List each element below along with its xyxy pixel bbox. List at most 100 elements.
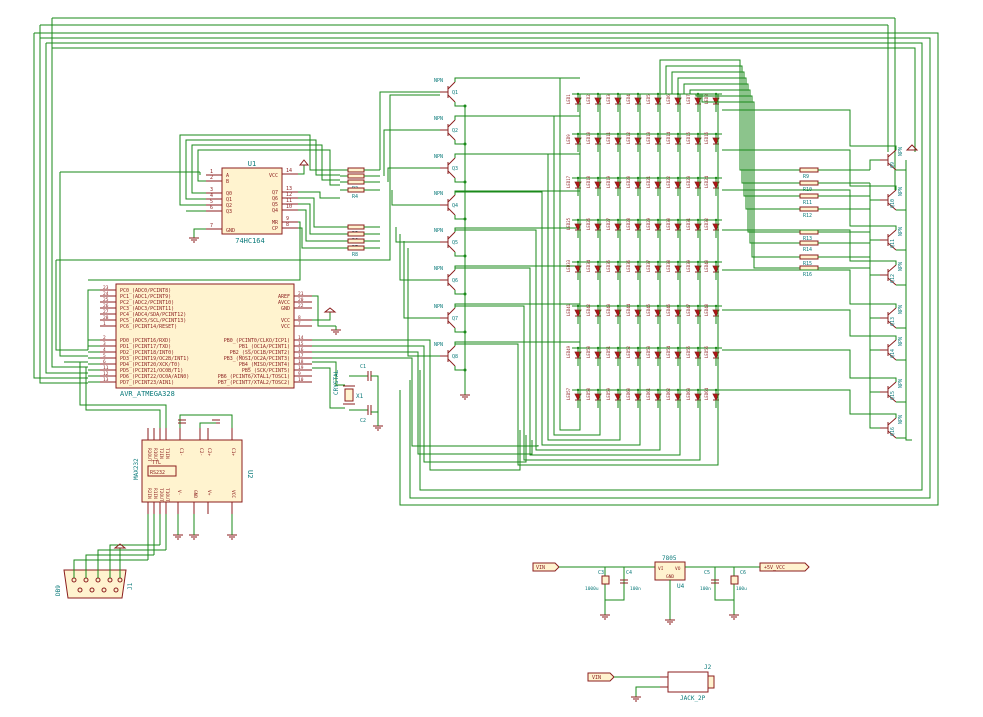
svg-text:Q6: Q6	[452, 278, 458, 284]
svg-text:LED34: LED34	[586, 259, 591, 272]
svg-text:LED11: LED11	[606, 131, 611, 144]
svg-text:LED15: LED15	[686, 131, 691, 144]
svg-text:NPN: NPN	[898, 227, 904, 236]
led-r1-c4: LED4	[626, 92, 642, 112]
svg-text:Q6: Q6	[272, 196, 278, 202]
svg-text:LED13: LED13	[646, 131, 651, 144]
svg-text:R2OUT: R2OUT	[146, 448, 152, 462]
svg-text:LED42: LED42	[586, 303, 591, 316]
vin-label: VIN	[536, 565, 545, 571]
svg-text:Q13: Q13	[890, 317, 896, 326]
svg-text:PB1_(OC1A/PCINT1): PB1_(OC1A/PCINT1)	[239, 344, 290, 350]
svg-text:LED47: LED47	[686, 303, 691, 316]
svg-text:LED25: LED25	[566, 217, 571, 230]
svg-text:LED17: LED17	[566, 175, 571, 188]
svg-text:AREF: AREF	[278, 294, 290, 300]
svg-text:NPN: NPN	[434, 116, 443, 122]
svg-text:C2+: C2+	[206, 448, 212, 456]
svg-text:LED33: LED33	[566, 259, 571, 272]
svg-text:LED28: LED28	[626, 217, 631, 230]
svg-text:LED53: LED53	[646, 345, 651, 358]
led-r1-c3: LED3	[606, 92, 622, 112]
svg-text:6: 6	[210, 205, 213, 211]
svg-text:26: 26	[103, 303, 109, 309]
svg-text:10: 10	[298, 377, 304, 383]
svg-text:R2IN: R2IN	[146, 488, 152, 499]
svg-text:LED49: LED49	[566, 345, 571, 358]
svg-text:VCC: VCC	[281, 324, 290, 330]
svg-text:PC6_(PCINT14/RESET): PC6_(PCINT14/RESET)	[120, 324, 177, 330]
svg-text:C4: C4	[626, 570, 632, 576]
svg-text:Q9: Q9	[890, 162, 896, 168]
vcc5-label: +5V_VCC	[764, 565, 785, 571]
jack-value: JACK_2P	[680, 695, 706, 702]
svg-text:2: 2	[210, 175, 213, 181]
svg-text:Q15: Q15	[890, 391, 896, 400]
svg-text:NPN: NPN	[898, 379, 904, 388]
svg-text:LED63: LED63	[686, 387, 691, 400]
svg-text:LED10: LED10	[586, 131, 591, 144]
svg-text:100n: 100n	[700, 586, 711, 592]
svg-text:17: 17	[298, 353, 304, 359]
svg-text:LED8: LED8	[704, 94, 709, 104]
svg-text:R12: R12	[803, 213, 812, 219]
svg-text:NPN: NPN	[898, 147, 904, 156]
resistor-r8: R8	[340, 245, 380, 258]
svg-text:Q5: Q5	[272, 202, 278, 208]
svg-text:NPN: NPN	[434, 228, 443, 234]
svg-text:T1IN: T1IN	[164, 448, 170, 459]
db9-value: DB9	[55, 585, 62, 596]
svg-text:12: 12	[103, 371, 109, 377]
svg-text:LED54: LED54	[666, 345, 671, 358]
svg-text:Q7: Q7	[452, 316, 458, 322]
svg-text:PC2_(ADC2/PCINT10): PC2_(ADC2/PCINT10)	[120, 300, 174, 306]
svg-text:PD0_(PCINT16/RXD): PD0_(PCINT16/RXD)	[120, 338, 171, 344]
svg-text:Q8: Q8	[452, 354, 458, 360]
svg-text:T1OUT: T1OUT	[164, 488, 170, 502]
svg-text:1: 1	[210, 169, 213, 175]
svg-text:C5: C5	[704, 570, 710, 576]
svg-text:LED45: LED45	[646, 303, 651, 316]
svg-text:Q12: Q12	[890, 274, 896, 283]
svg-text:PD6_(PCINT22/OC0A/AIN0): PD6_(PCINT22/OC0A/AIN0)	[120, 374, 189, 380]
db9-connector-j1: DB9 J1	[55, 543, 166, 599]
svg-text:Q4: Q4	[452, 203, 458, 209]
svg-text:LED50: LED50	[586, 345, 591, 358]
svg-text:R11: R11	[803, 200, 812, 206]
svg-text:NPN: NPN	[898, 262, 904, 271]
svg-text:12: 12	[286, 192, 292, 198]
svg-text:RS232: RS232	[150, 470, 165, 476]
svg-text:C3: C3	[598, 570, 604, 576]
svg-text:LED36: LED36	[626, 259, 631, 272]
svg-text:4: 4	[103, 347, 106, 353]
svg-text:C1-: C1-	[178, 448, 184, 456]
svg-text:16: 16	[298, 347, 304, 353]
svg-text:PC0_(ADC0/PCINT8): PC0_(ADC0/PCINT8)	[120, 288, 171, 294]
svg-text:LED16: LED16	[704, 131, 709, 144]
svg-text:13: 13	[286, 186, 292, 192]
db9-ref: J1	[127, 582, 134, 590]
svg-text:20: 20	[298, 297, 304, 303]
svg-text:Q2: Q2	[452, 128, 458, 134]
svg-text:LED64: LED64	[704, 387, 709, 400]
svg-text:23: 23	[103, 285, 109, 291]
power-supply: VIN 7805 U4 VI VO GND +5V_VCC C3 1000u C…	[532, 555, 810, 625]
crystal-ref: X1	[356, 393, 364, 400]
svg-text:13: 13	[103, 377, 109, 383]
svg-text:LED5: LED5	[646, 94, 651, 104]
svg-text:100n: 100n	[630, 586, 641, 592]
led-r1-c6: LED6	[666, 92, 682, 112]
svg-text:LED3: LED3	[606, 94, 611, 104]
svg-text:LED12: LED12	[626, 131, 631, 144]
svg-text:Q7: Q7	[272, 190, 278, 196]
svg-text:LED2: LED2	[586, 94, 591, 104]
svg-text:14: 14	[286, 168, 292, 174]
svg-text:LED55: LED55	[686, 345, 691, 358]
svg-text:PB3_(MOSI/OC2A/PCINT3): PB3_(MOSI/OC2A/PCINT3)	[224, 356, 290, 362]
svg-text:NPN: NPN	[898, 187, 904, 196]
svg-text:1000u: 1000u	[585, 586, 599, 592]
